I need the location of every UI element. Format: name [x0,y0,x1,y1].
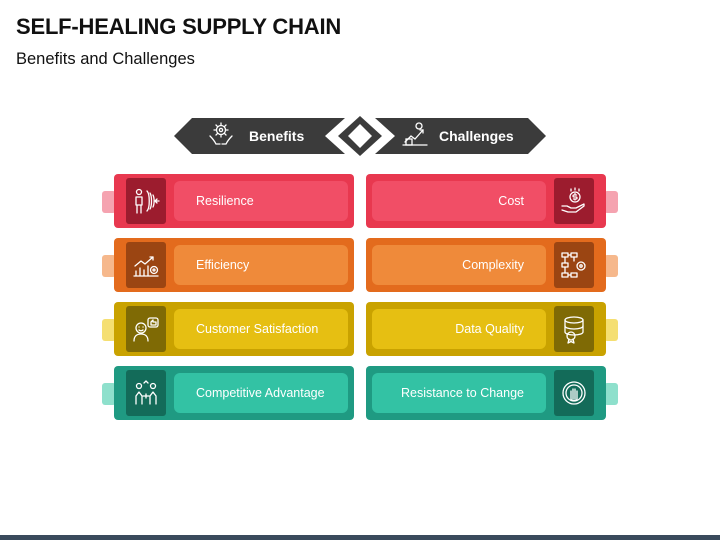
benefits-banner-shape [174,118,345,154]
benefits-header: Benefits [249,128,305,144]
challenge-label-complexity: Complexity [372,245,546,285]
page-title: SELF-HEALING SUPPLY CHAIN [16,14,342,39]
benefit-tab-1 [102,191,116,213]
challenge-label-resistance-to-change: Resistance to Change [372,373,546,413]
challenge-card-resistance-to-change: Resistance to Change [366,366,606,420]
benefit-tab-3 [102,319,116,341]
database-badge-icon [564,316,584,344]
benefit-label-customer-satisfaction: Customer Satisfaction [174,309,348,349]
benefit-tab-2 [102,255,116,277]
hands-gear-icon [209,122,233,145]
bottom-bar [0,535,720,540]
challenge-label-cost: Cost [372,181,546,221]
benefit-label-efficiency: Efficiency [174,245,348,285]
benefit-tab-4 [102,383,116,405]
flowchart-gear-icon [561,252,586,278]
challenge-card-complexity: Complexity [366,238,606,292]
customer-thumbs-up-icon [133,317,159,342]
benefit-card-customer-satisfaction: Customer Satisfaction [114,302,354,356]
challenge-card-cost: Cost [366,174,606,228]
growth-obstacle-icon [402,122,428,146]
benefit-card-competitive-advantage: Competitive Advantage [114,366,354,420]
challenge-tab-4 [604,383,618,405]
challenge-tab-2 [604,255,618,277]
benefit-card-resilience: Resilience [114,174,354,228]
header-banner [174,116,546,156]
challenge-card-data-quality: Data Quality [366,302,606,356]
chart-gear-icon [133,256,159,277]
challenge-tab-1 [604,191,618,213]
benefit-card-efficiency: Efficiency [114,238,354,292]
benefit-label-competitive-advantage: Competitive Advantage [174,373,348,413]
person-shield-icon [135,188,160,214]
challenge-label-data-quality: Data Quality [372,309,546,349]
challenge-tab-3 [604,319,618,341]
money-hand-icon [561,187,585,213]
page-subtitle: Benefits and Challenges [16,50,195,68]
challenges-header: Challenges [439,128,514,144]
competition-icon [135,380,157,405]
benefit-label-resilience: Resilience [174,181,348,221]
hand-stop-gear-icon [562,381,586,405]
